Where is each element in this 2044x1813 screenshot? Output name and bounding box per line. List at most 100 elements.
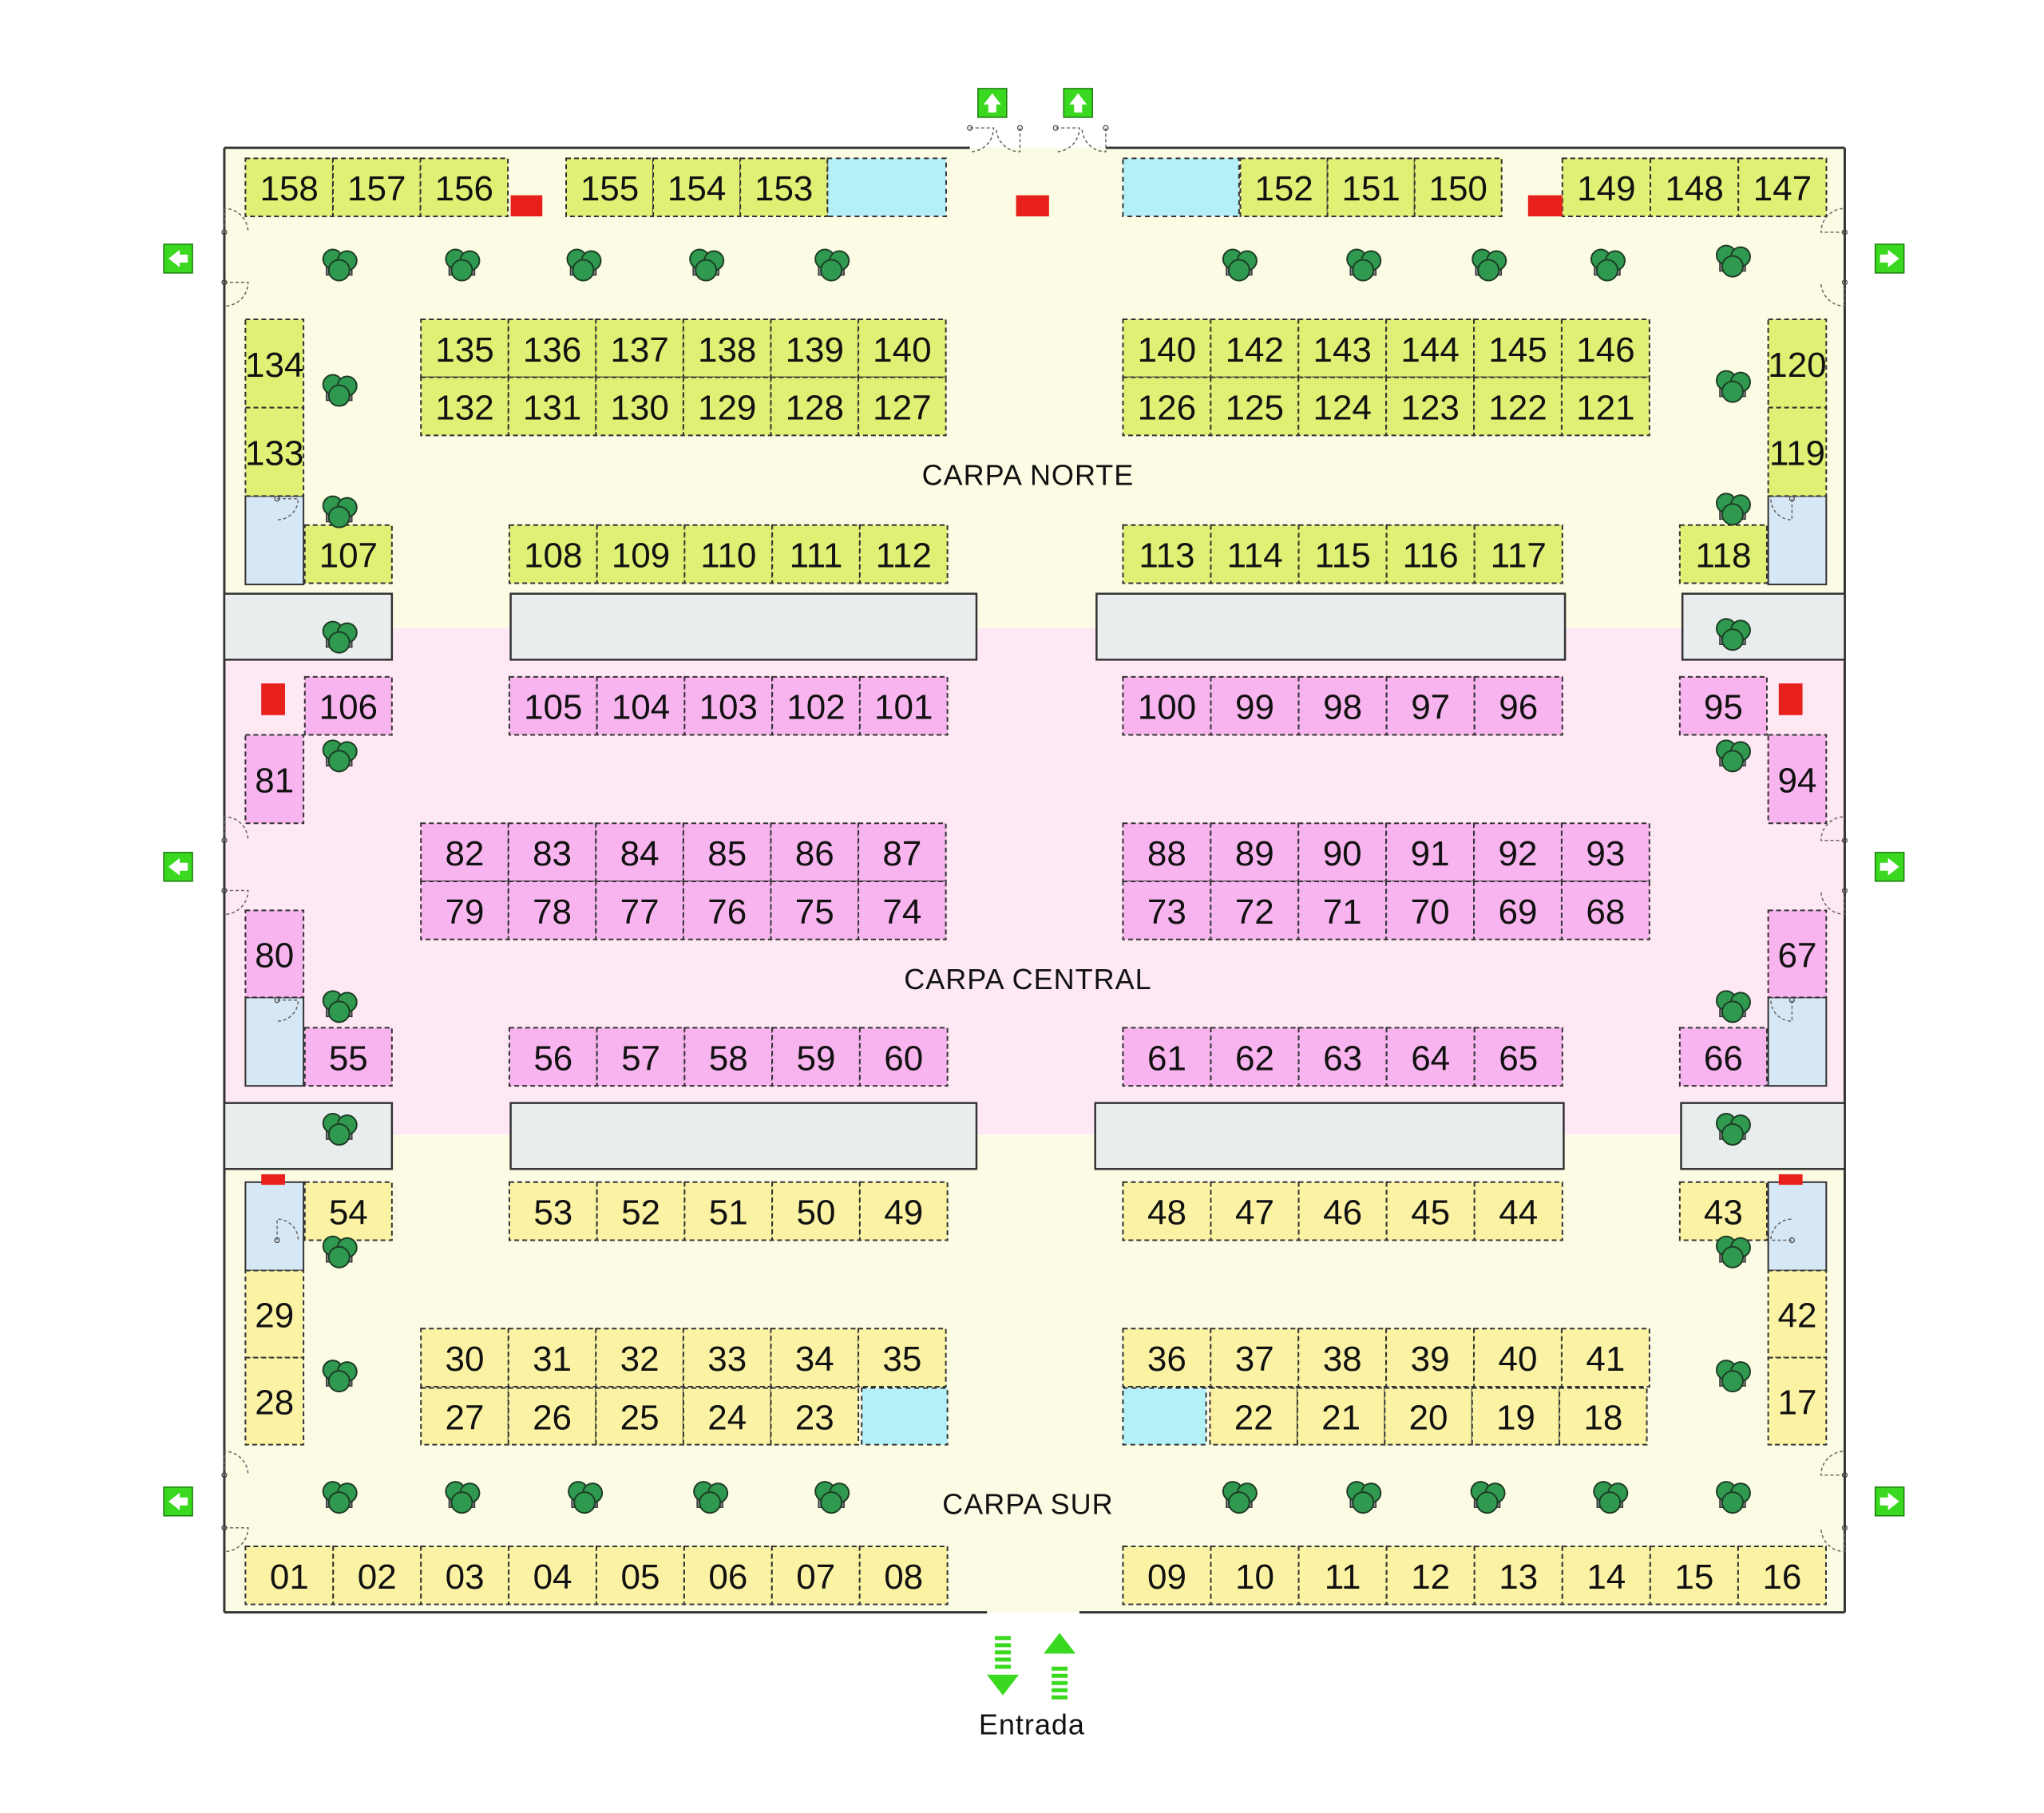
booth-south[interactable]: 47 — [1210, 1181, 1300, 1241]
booth-north[interactable]: 153 — [739, 157, 829, 218]
booth-central[interactable]: 72 — [1210, 880, 1300, 940]
booth-south[interactable]: 18 — [1559, 1387, 1648, 1446]
booth-central[interactable]: 98 — [1297, 675, 1388, 736]
booth-north[interactable]: 122 — [1473, 376, 1563, 437]
booth-south[interactable]: 07 — [770, 1545, 861, 1605]
booth-north[interactable]: 111 — [771, 524, 861, 584]
booth-south[interactable]: 15 — [1649, 1545, 1739, 1605]
booth-north[interactable]: 134 — [244, 318, 305, 409]
booth-south[interactable]: 13 — [1473, 1545, 1563, 1605]
booth-north[interactable]: 148 — [1650, 157, 1740, 218]
booth-south[interactable]: 27 — [420, 1387, 509, 1446]
booth-north[interactable]: 137 — [595, 318, 684, 378]
booth-north[interactable]: 113 — [1122, 524, 1212, 584]
booth-north[interactable]: 143 — [1297, 318, 1388, 378]
booth-south[interactable]: 20 — [1384, 1387, 1473, 1446]
booth-south[interactable]: 08 — [858, 1545, 949, 1605]
booth-south[interactable]: 12 — [1385, 1545, 1476, 1605]
booth-south[interactable]: 46 — [1297, 1181, 1388, 1241]
booth-south[interactable]: 49 — [858, 1181, 949, 1241]
booth-south[interactable]: 35 — [858, 1328, 947, 1387]
booth-north[interactable]: 152 — [1239, 157, 1329, 218]
booth-south[interactable]: 34 — [770, 1328, 860, 1387]
booth-north[interactable]: 144 — [1385, 318, 1476, 378]
booth-south[interactable]: 53 — [508, 1181, 598, 1241]
booth-north[interactable]: 119 — [1767, 406, 1828, 497]
booth-central[interactable]: 81 — [244, 734, 305, 825]
booth-south[interactable]: 06 — [683, 1545, 773, 1605]
booth-north[interactable]: 108 — [508, 524, 598, 584]
booth-central[interactable]: 106 — [303, 675, 393, 736]
booth-north[interactable]: 151 — [1326, 157, 1416, 218]
booth-south[interactable]: 50 — [771, 1181, 861, 1241]
booth-north[interactable]: 116 — [1385, 524, 1476, 584]
booth-south[interactable]: 02 — [332, 1545, 422, 1605]
booth-north[interactable]: 107 — [303, 524, 393, 584]
booth-south[interactable]: 23 — [770, 1387, 860, 1446]
booth-south[interactable]: 31 — [507, 1328, 597, 1387]
booth-central[interactable]: 71 — [1297, 880, 1388, 940]
booth-north[interactable]: 149 — [1561, 157, 1652, 218]
booth-central[interactable]: 93 — [1560, 822, 1650, 882]
booth-north[interactable]: 115 — [1297, 524, 1388, 584]
booth-north[interactable]: 118 — [1678, 524, 1768, 584]
booth-south[interactable]: 19 — [1471, 1387, 1561, 1446]
booth-north[interactable]: 117 — [1473, 524, 1563, 584]
booth-central[interactable]: 86 — [770, 822, 860, 882]
booth-north[interactable]: 145 — [1473, 318, 1563, 378]
booth-south[interactable]: 33 — [682, 1328, 772, 1387]
booth-central[interactable]: 73 — [1122, 880, 1212, 940]
booth-south[interactable]: 03 — [420, 1545, 510, 1605]
booth-central[interactable]: 101 — [858, 675, 949, 736]
booth-south[interactable]: 10 — [1210, 1545, 1300, 1605]
booth-north[interactable]: 139 — [770, 318, 860, 378]
booth-central[interactable]: 56 — [508, 1027, 598, 1087]
booth-south[interactable]: 30 — [420, 1328, 509, 1387]
booth-central[interactable]: 105 — [508, 675, 598, 736]
booth-north[interactable]: 129 — [682, 376, 772, 437]
booth-north[interactable]: 123 — [1385, 376, 1476, 437]
booth-north[interactable]: 135 — [420, 318, 509, 378]
booth-north[interactable]: 140 — [1122, 318, 1212, 378]
booth-central[interactable]: 80 — [244, 909, 305, 999]
booth-south[interactable]: 41 — [1560, 1328, 1650, 1387]
booth-south[interactable]: 25 — [595, 1387, 684, 1446]
booth-central[interactable]: 76 — [682, 880, 772, 940]
booth-north[interactable]: 146 — [1560, 318, 1650, 378]
booth-central[interactable]: 87 — [858, 822, 947, 882]
booth-north[interactable]: 121 — [1560, 376, 1650, 437]
booth-central[interactable]: 60 — [858, 1027, 949, 1087]
booth-central[interactable]: 88 — [1122, 822, 1212, 882]
booth-north[interactable]: 110 — [683, 524, 774, 584]
booth-north[interactable]: 158 — [244, 157, 334, 218]
booth-south[interactable]: 16 — [1737, 1545, 1827, 1605]
booth-south[interactable]: 05 — [596, 1545, 685, 1605]
booth-north[interactable]: 142 — [1210, 318, 1300, 378]
booth-south[interactable]: 39 — [1385, 1328, 1476, 1387]
booth-central[interactable]: 95 — [1678, 675, 1768, 736]
booth-central[interactable]: 65 — [1473, 1027, 1563, 1087]
booth-central[interactable]: 69 — [1473, 880, 1563, 940]
booth-central[interactable]: 103 — [683, 675, 774, 736]
booth-north[interactable]: 125 — [1210, 376, 1300, 437]
booth-south[interactable]: 43 — [1678, 1181, 1768, 1241]
booth-north[interactable]: 136 — [507, 318, 597, 378]
booth-north[interactable]: 156 — [419, 157, 509, 218]
booth-south[interactable]: 24 — [682, 1387, 772, 1446]
booth-south[interactable]: 04 — [508, 1545, 598, 1605]
booth-north[interactable]: 127 — [858, 376, 947, 437]
booth-central[interactable]: 82 — [420, 822, 509, 882]
booth-central[interactable]: 75 — [770, 880, 860, 940]
booth-central[interactable]: 94 — [1767, 734, 1828, 825]
booth-central[interactable]: 68 — [1560, 880, 1650, 940]
booth-south[interactable]: 29 — [244, 1269, 305, 1359]
booth-central[interactable]: 77 — [595, 880, 684, 940]
booth-central[interactable]: 100 — [1122, 675, 1212, 736]
booth-central[interactable]: 64 — [1385, 1027, 1476, 1087]
booth-south[interactable]: 01 — [244, 1545, 335, 1605]
booth-central[interactable]: 66 — [1678, 1027, 1768, 1087]
booth-north[interactable]: 130 — [595, 376, 684, 437]
booth-central[interactable]: 99 — [1210, 675, 1300, 736]
booth-central[interactable]: 83 — [507, 822, 597, 882]
booth-central[interactable]: 90 — [1297, 822, 1388, 882]
